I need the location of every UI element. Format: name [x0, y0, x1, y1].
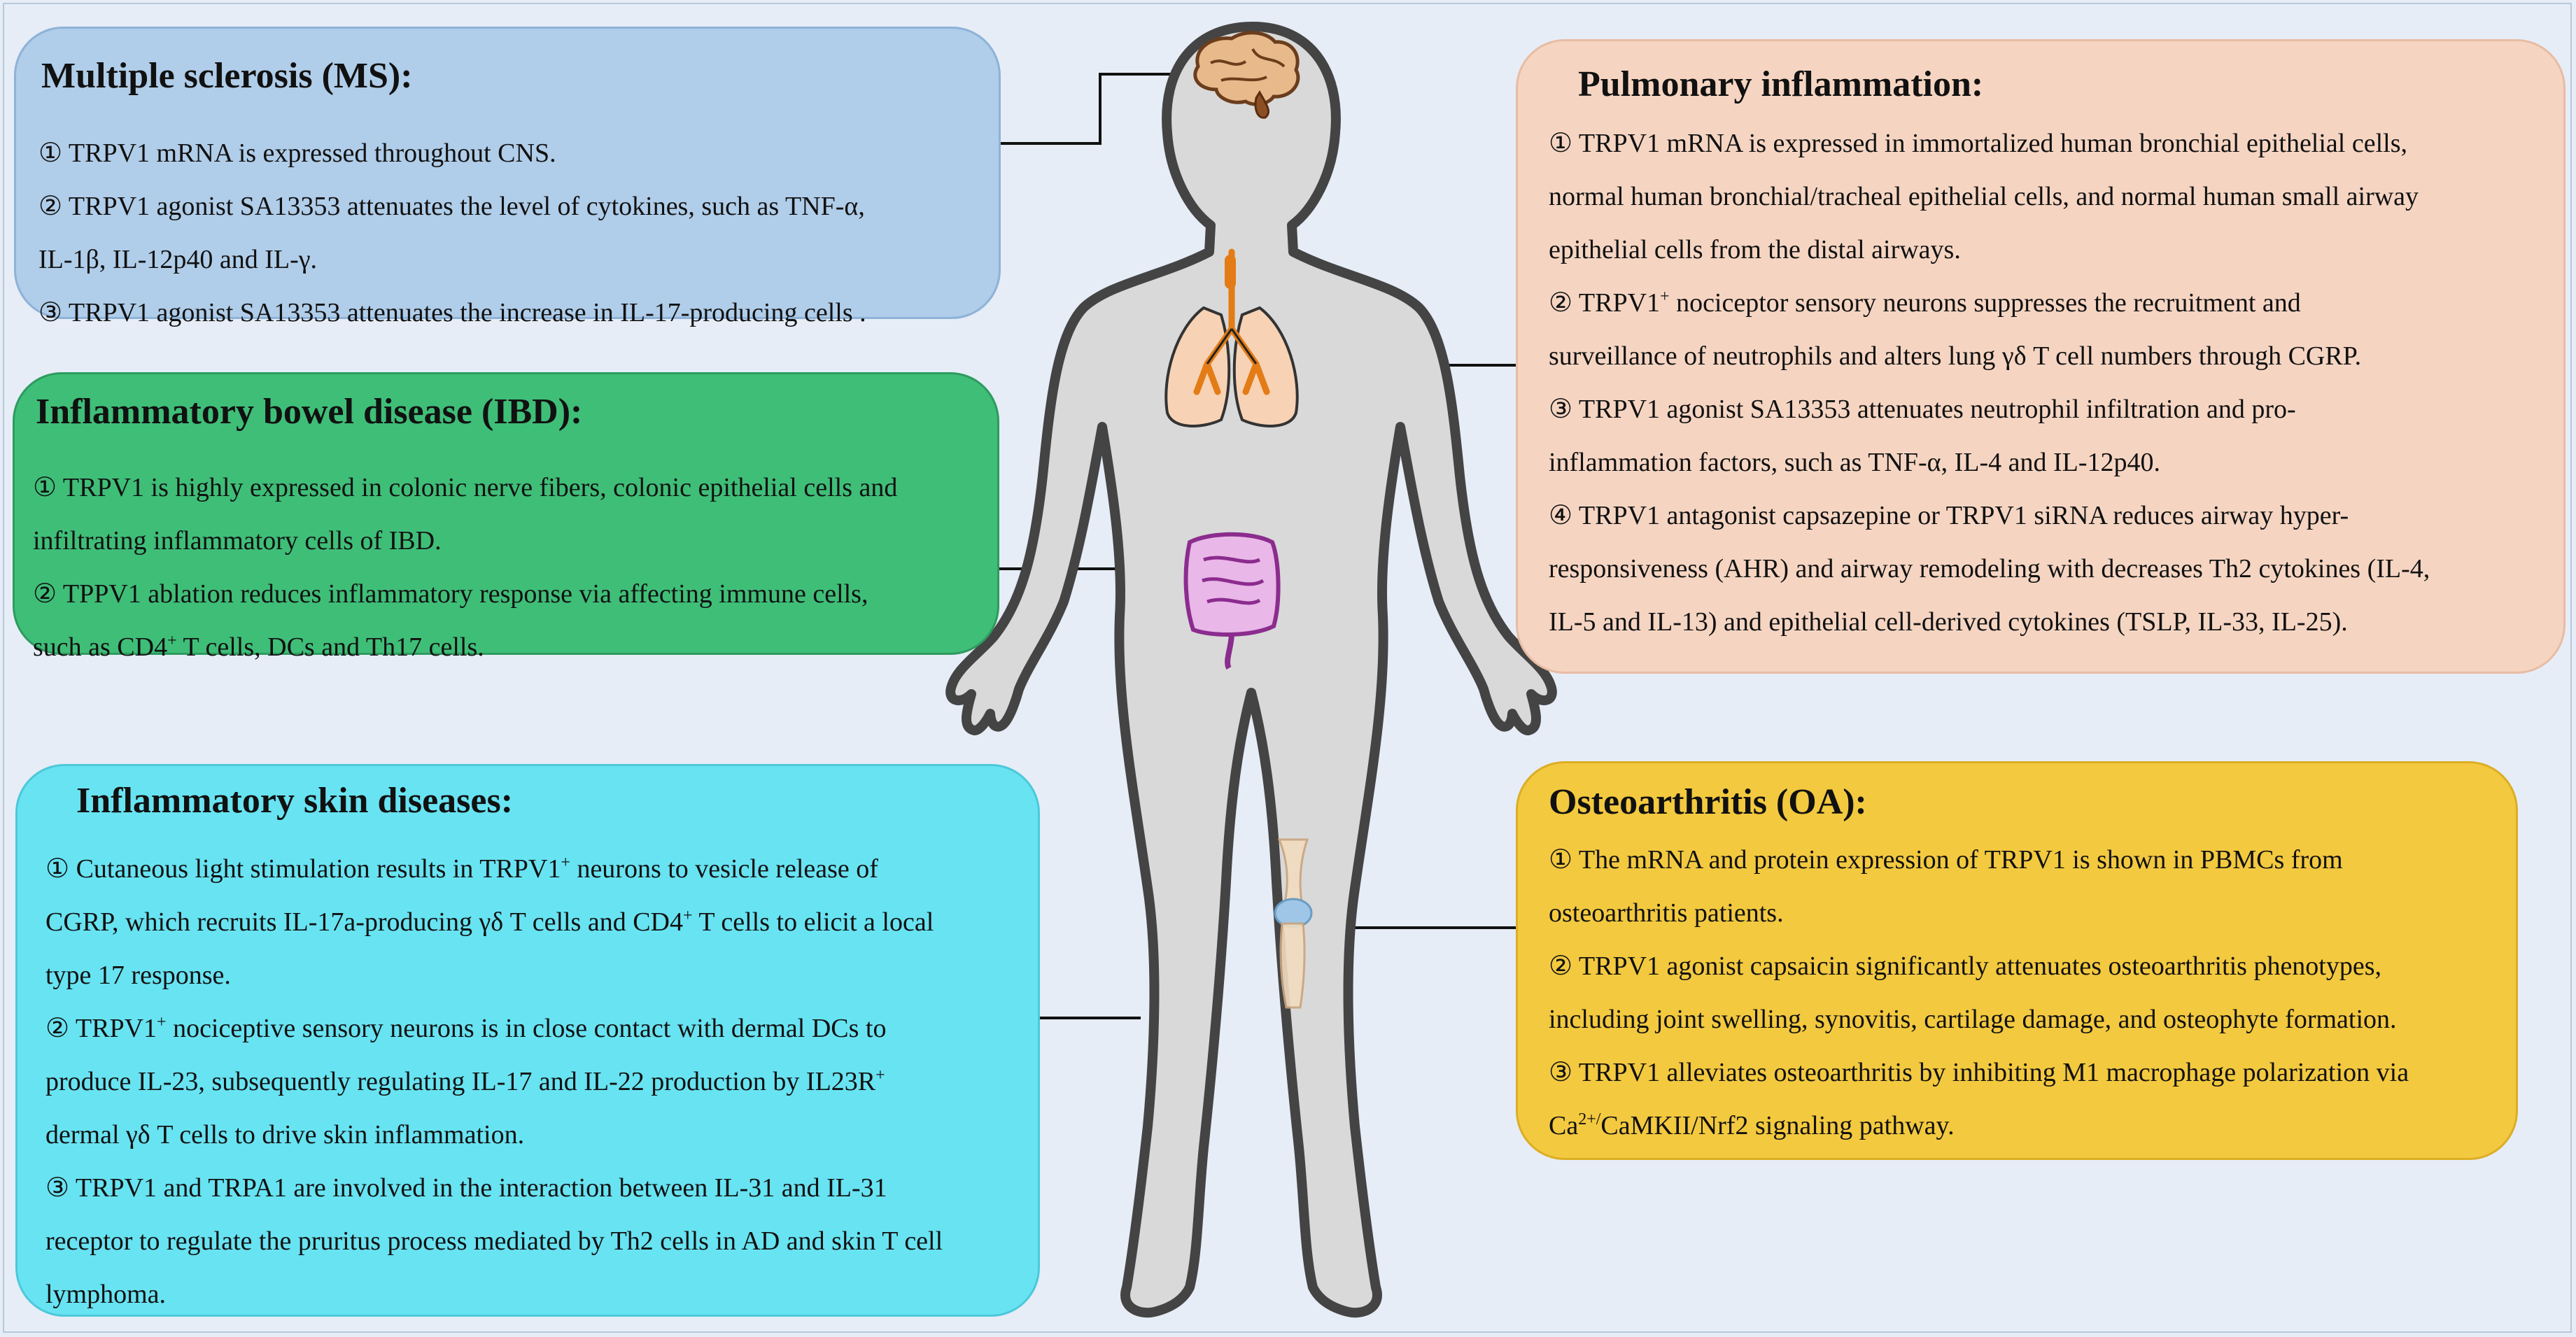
- skin-lines: ① Cutaneous light stimulation results in…: [45, 842, 943, 1321]
- oa-line-5: ③ TRPV1 alleviates osteoarthritis by inh…: [1549, 1058, 2409, 1087]
- skin-line-4: ② TRPV1+ nociceptive sensory neurons is …: [45, 1002, 943, 1055]
- figure-frame: [3, 3, 2572, 1333]
- skin-line-4-b: nociceptive sensory neurons is in close …: [166, 1014, 887, 1043]
- skin-line-2: CGRP, which recruits IL-17a-producing γδ…: [45, 896, 943, 949]
- skin-line-7: ③ TRPV1 and TRPA1 are involved in the in…: [45, 1173, 887, 1203]
- skin-line-5-sup: +: [875, 1066, 885, 1084]
- ibd-line-4: such as CD4+ T cells, DCs and Th17 cells…: [33, 621, 897, 674]
- ibd-lines: ① TRPV1 is highly expressed in colonic n…: [33, 461, 897, 674]
- human-body-silhouette: [945, 22, 1557, 1318]
- pulm-line-3: epithelial cells from the distal airways…: [1549, 235, 1961, 264]
- skin-line-1: ① Cutaneous light stimulation results in…: [45, 842, 943, 896]
- ms-box: Multiple sclerosis (MS): ① TRPV1 mRNA is…: [14, 27, 1001, 327]
- ibd-line-2: infiltrating inflammatory cells of IBD.: [33, 526, 442, 556]
- ms-line-3: IL-1β, IL-12p40 and IL-γ.: [38, 245, 318, 274]
- pulm-line-7: inflammation factors, such as TNF-α, IL-…: [1549, 448, 2160, 477]
- pulm-line-6: ③ TRPV1 agonist SA13353 attenuates neutr…: [1549, 395, 2296, 424]
- skin-line-2-a: CGRP, which recruits IL-17a-producing γδ…: [45, 907, 683, 937]
- ms-lines: ① TRPV1 mRNA is expressed throughout CNS…: [38, 127, 866, 339]
- oa-line-6-sup: 2+/: [1578, 1110, 1601, 1129]
- skin-line-1-b: neurons to vesicle release of: [570, 854, 878, 884]
- pulm-line-1: ① TRPV1 mRNA is expressed in immortalize…: [1549, 129, 2407, 158]
- oa-line-6-b: CaMKII/Nrf2 signaling pathway.: [1600, 1111, 1955, 1140]
- ibd-line-4-sup: +: [167, 632, 177, 650]
- oa-line-6-a: Ca: [1549, 1111, 1579, 1140]
- oa-line-2: osteoarthritis patients.: [1549, 898, 1784, 928]
- pulm-line-2: normal human bronchial/tracheal epitheli…: [1549, 182, 2419, 211]
- ibd-box: Inflammatory bowel disease (IBD): ① TRPV…: [13, 372, 999, 662]
- oa-title: Osteoarthritis (OA):: [1549, 782, 1867, 822]
- pulm-box: Pulmonary inflammation: ① TRPV1 mRNA is …: [1516, 39, 2566, 674]
- skin-line-2-sup: +: [683, 907, 693, 925]
- skin-line-6: dermal γδ T cells to drive skin inflamma…: [45, 1120, 525, 1149]
- pulm-line-5: surveillance of neutrophils and alters l…: [1549, 341, 2362, 371]
- pulm-line-4-sup: +: [1660, 288, 1670, 306]
- skin-line-9: lymphoma.: [45, 1280, 167, 1309]
- oa-line-3: ② TRPV1 agonist capsaicin significantly …: [1549, 952, 2382, 981]
- ibd-line-3: ② TPPV1 ablation reduces inflammatory re…: [33, 579, 868, 609]
- skin-title: Inflammatory skin diseases:: [76, 781, 514, 821]
- ibd-line-1: ① TRPV1 is highly expressed in colonic n…: [33, 473, 898, 502]
- skin-line-4-a: ② TRPV1: [45, 1014, 157, 1043]
- skin-line-5: produce IL-23, subsequently regulating I…: [45, 1055, 943, 1108]
- pulm-line-4-a: ② TRPV1: [1549, 288, 1661, 318]
- pulm-line-9: responsiveness (AHR) and airway remodeli…: [1549, 554, 2430, 583]
- lungs-icon: [1164, 248, 1299, 427]
- ibd-title: Inflammatory bowel disease (IBD):: [36, 392, 583, 432]
- intestine-icon: [1183, 532, 1281, 670]
- knee-joint-icon: [1274, 838, 1313, 1009]
- pulm-lines: ① TRPV1 mRNA is expressed in immortalize…: [1549, 117, 2430, 649]
- skin-box: Inflammatory skin diseases: ① Cutaneous …: [15, 764, 1040, 1317]
- skin-line-5-a: produce IL-23, subsequently regulating I…: [45, 1067, 876, 1096]
- connector-ms: [1001, 73, 1204, 145]
- ms-title: Multiple sclerosis (MS):: [41, 56, 413, 96]
- ms-line-1: ① TRPV1 mRNA is expressed throughout CNS…: [38, 139, 556, 168]
- oa-line-6: Ca2+/CaMKII/Nrf2 signaling pathway.: [1549, 1099, 2409, 1152]
- pulm-line-10: IL-5 and IL-13) and epithelial cell-deri…: [1549, 607, 2348, 637]
- skin-line-4-sup: +: [157, 1013, 167, 1031]
- pulm-title: Pulmonary inflammation:: [1578, 64, 1984, 104]
- pulm-line-8: ④ TRPV1 antagonist capsazepine or TRPV1 …: [1549, 501, 2349, 530]
- oa-lines: ① The mRNA and protein expression of TRP…: [1549, 833, 2409, 1152]
- oa-box: Osteoarthritis (OA): ① The mRNA and prot…: [1516, 761, 2518, 1160]
- pulm-line-4: ② TRPV1+ nociceptor sensory neurons supp…: [1549, 276, 2430, 330]
- pulm-line-4-b: nociceptor sensory neurons suppresses th…: [1669, 288, 2301, 318]
- ibd-line-4-a: such as CD4: [33, 632, 168, 662]
- skin-line-8: receptor to regulate the pruritus proces…: [45, 1226, 943, 1256]
- ms-line-4: ③ TRPV1 agonist SA13353 attenuates the i…: [38, 298, 866, 327]
- ibd-line-4-b: T cells, DCs and Th17 cells.: [176, 632, 484, 662]
- skin-line-1-a: ① Cutaneous light stimulation results in…: [45, 854, 561, 884]
- skin-line-1-sup: +: [561, 854, 570, 872]
- skin-line-2-b: T cells to elicit a local: [692, 907, 934, 937]
- oa-line-4: including joint swelling, synovitis, car…: [1549, 1005, 2397, 1034]
- skin-line-3: type 17 response.: [45, 961, 231, 990]
- oa-line-1: ① The mRNA and protein expression of TRP…: [1549, 845, 2343, 875]
- ms-line-2: ② TRPV1 agonist SA13353 attenuates the l…: [38, 192, 865, 221]
- brain-icon: [1193, 31, 1300, 119]
